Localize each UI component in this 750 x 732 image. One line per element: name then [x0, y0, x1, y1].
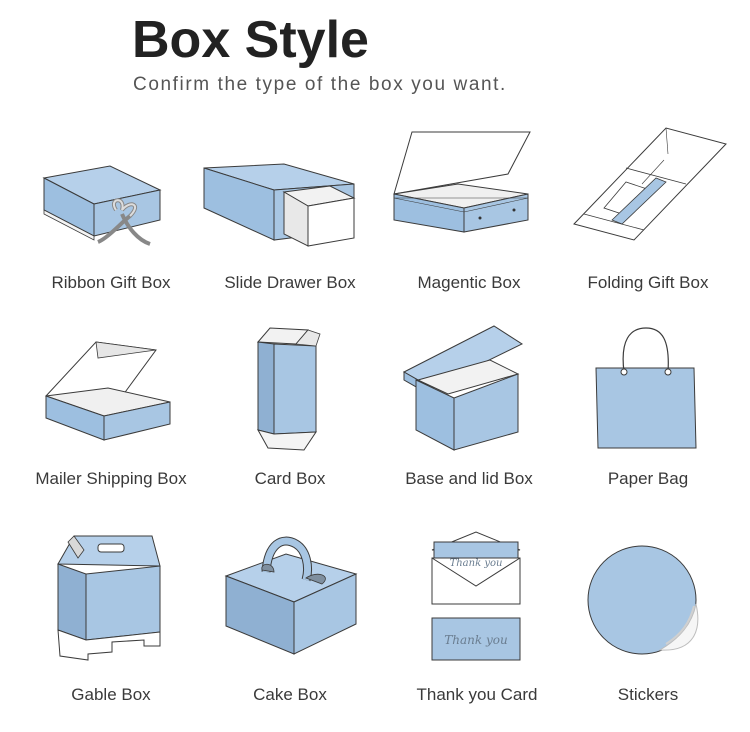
page-title: Box Style	[132, 11, 369, 69]
label-folding-gift-box: Folding Gift Box	[587, 273, 709, 292]
label-ribbon-gift-box: Ribbon Gift Box	[51, 273, 171, 292]
label-card-box: Card Box	[254, 469, 326, 488]
label-magnetic-box: Magentic Box	[417, 273, 521, 292]
label-thank-you-card: Thank you Card	[416, 685, 538, 704]
page-subtitle: Confirm the type of the box you want.	[133, 74, 507, 95]
ribbon-gift-box-icon	[42, 165, 162, 246]
card-box-icon	[256, 327, 321, 451]
label-slide-drawer-box: Slide Drawer Box	[224, 273, 356, 292]
magnetic-box-icon	[393, 131, 531, 233]
cake-box-icon	[224, 536, 358, 655]
label-paper-bag: Paper Bag	[607, 469, 689, 488]
stickers-icon	[587, 545, 699, 655]
base-and-lid-box-icon	[402, 325, 524, 451]
slide-drawer-box-icon	[203, 163, 356, 247]
mailer-shipping-box-icon	[45, 341, 171, 441]
thank-you-card-icon: Thank you Thank you	[431, 531, 521, 661]
label-mailer-shipping-box: Mailer Shipping Box	[35, 469, 187, 488]
paper-bag-icon	[595, 327, 697, 449]
label-cake-box: Cake Box	[253, 685, 327, 704]
gable-box-icon	[57, 535, 161, 661]
folding-gift-box-icon	[573, 127, 727, 241]
label-gable-box: Gable Box	[71, 685, 151, 704]
thank-you-text-top: Thank you	[450, 558, 503, 569]
thank-you-text-bottom: Thank you	[444, 633, 507, 647]
label-base-and-lid-box: Base and lid Box	[405, 469, 533, 488]
label-stickers: Stickers	[617, 685, 679, 704]
